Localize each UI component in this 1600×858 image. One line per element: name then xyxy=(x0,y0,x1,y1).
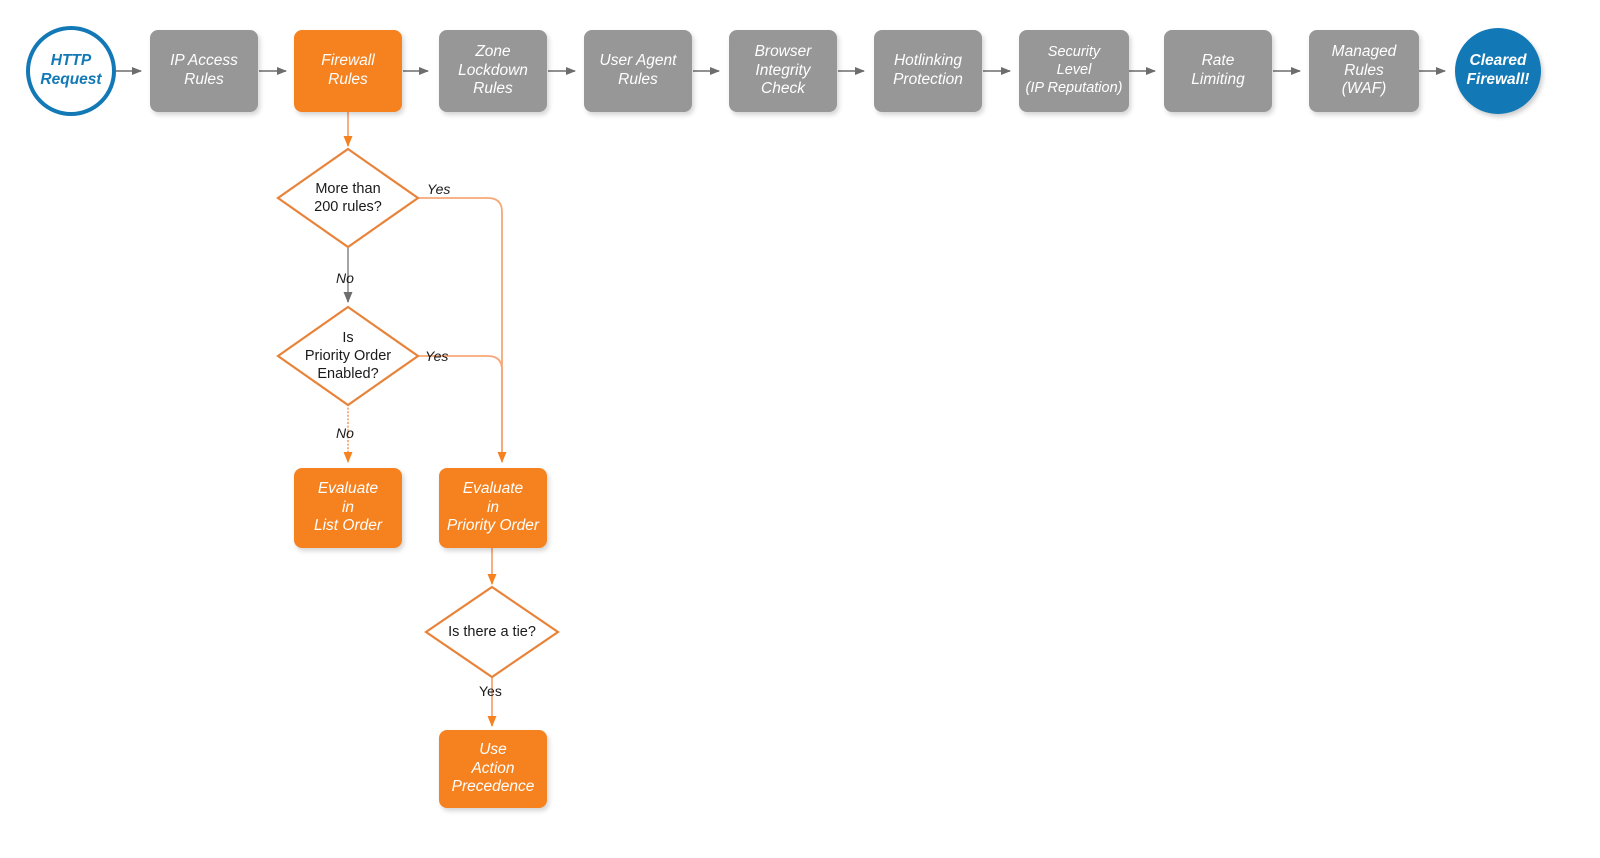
node-label: Managed Rules (WAF) xyxy=(1331,42,1397,98)
diamond-shape xyxy=(424,585,560,679)
node-user-agent-rules[interactable]: User Agent Rules xyxy=(584,30,692,112)
node-ip-access-rules[interactable]: IP Access Rules xyxy=(150,30,258,112)
node-cleared-firewall[interactable]: Cleared Firewall! xyxy=(1455,28,1541,114)
edge-label-no-200-rules: No xyxy=(336,270,354,286)
decision-is-priority-order-enabled[interactable]: Is Priority Order Enabled? xyxy=(276,305,420,407)
node-label: Use Action Precedence xyxy=(451,740,535,796)
edge-label-yes-priority: Yes xyxy=(425,348,449,364)
node-rate-limiting[interactable]: Rate Limiting xyxy=(1164,30,1272,112)
node-use-action-precedence[interactable]: Use Action Precedence xyxy=(439,730,547,808)
node-label: HTTP Request xyxy=(40,52,102,88)
node-security-level[interactable]: Security Level (IP Reputation) xyxy=(1019,30,1129,112)
node-label: User Agent Rules xyxy=(599,52,677,88)
edge-label-no-priority: No xyxy=(336,425,354,441)
node-firewall-rules[interactable]: Firewall Rules xyxy=(294,30,402,112)
node-hotlinking-protection[interactable]: Hotlinking Protection xyxy=(874,30,982,112)
diamond-shape xyxy=(276,147,420,249)
edge-label-yes-200-rules: Yes xyxy=(427,181,451,197)
node-label: Browser Integrity Check xyxy=(754,42,812,98)
node-http-request[interactable]: HTTP Request xyxy=(26,26,116,116)
node-zone-lockdown-rules[interactable]: Zone Lockdown Rules xyxy=(439,30,547,112)
edge-decision1-yes-to-priority-order xyxy=(419,197,507,463)
decision-more-than-200-rules[interactable]: More than 200 rules? xyxy=(276,147,420,249)
edge-label-yes-tie: Yes xyxy=(479,683,502,699)
node-label: Evaluate in Priority Order xyxy=(446,479,540,535)
decision-is-there-a-tie[interactable]: Is there a tie? xyxy=(424,585,560,679)
node-label: Security Level (IP Reputation) xyxy=(1025,44,1123,96)
node-label: Firewall Rules xyxy=(321,52,375,88)
node-label: Evaluate in List Order xyxy=(313,479,383,535)
node-label: Hotlinking Protection xyxy=(893,52,963,88)
node-label: IP Access Rules xyxy=(170,52,238,88)
node-label: Rate Limiting xyxy=(1191,52,1245,88)
node-label: Cleared Firewall! xyxy=(1466,52,1530,88)
decision-label: More than 200 rules? xyxy=(314,180,382,215)
decision-label: Is Priority Order Enabled? xyxy=(304,329,392,383)
decision-label: Is there a tie? xyxy=(448,623,536,640)
edge-decision2-yes-to-priority-order xyxy=(419,355,503,452)
node-evaluate-in-list-order[interactable]: Evaluate in List Order xyxy=(294,468,402,548)
node-browser-integrity-check[interactable]: Browser Integrity Check xyxy=(729,30,837,112)
node-label: Zone Lockdown Rules xyxy=(458,42,528,98)
node-evaluate-in-priority-order[interactable]: Evaluate in Priority Order xyxy=(439,468,547,548)
node-managed-rules-waf[interactable]: Managed Rules (WAF) xyxy=(1309,30,1419,112)
